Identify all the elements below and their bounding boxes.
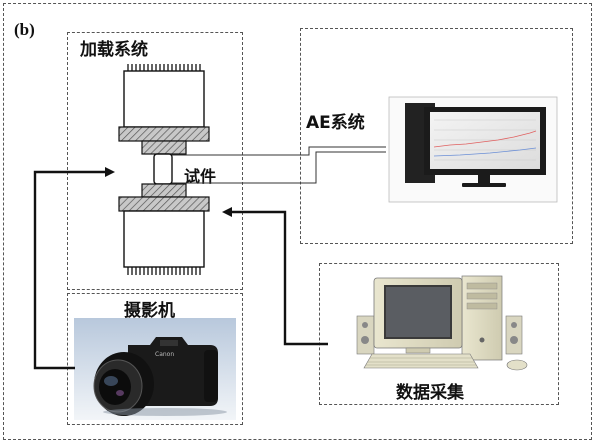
outer-frame <box>3 3 592 440</box>
svg-text:Canon: Canon <box>155 351 174 358</box>
bottom-loading-head <box>141 183 187 198</box>
data-acquisition-title: 数据采集 <box>396 383 464 403</box>
panel-label: (b) <box>14 20 35 39</box>
loading-system-title: 加载系统 <box>80 40 148 60</box>
specimen-label: 试件 <box>184 167 217 186</box>
desktop-computer-icon <box>356 275 528 371</box>
top-platen <box>118 126 210 142</box>
bottom-block <box>123 210 205 268</box>
camera-icon: Canon <box>74 318 236 420</box>
camera-title: 摄影机 <box>124 301 175 321</box>
ae-monitor-icon <box>388 96 558 203</box>
camera-box <box>67 293 243 425</box>
specimen <box>153 153 173 185</box>
camera-to-loading-arrow <box>33 167 115 370</box>
data-acquisition-box <box>319 263 559 405</box>
loading-system-box <box>67 32 243 290</box>
ae-system-box <box>300 28 573 244</box>
top-loading-head <box>141 140 187 155</box>
top-block <box>123 70 205 128</box>
ae-cable <box>172 146 386 184</box>
bottom-platen <box>118 196 210 212</box>
daq-to-loading-arrow <box>222 207 328 346</box>
loading-frame-drawing <box>118 64 210 275</box>
bottom-grip-teeth <box>127 267 201 275</box>
ae-system-title: AE系统 <box>306 113 365 133</box>
top-grip-teeth <box>127 64 201 71</box>
